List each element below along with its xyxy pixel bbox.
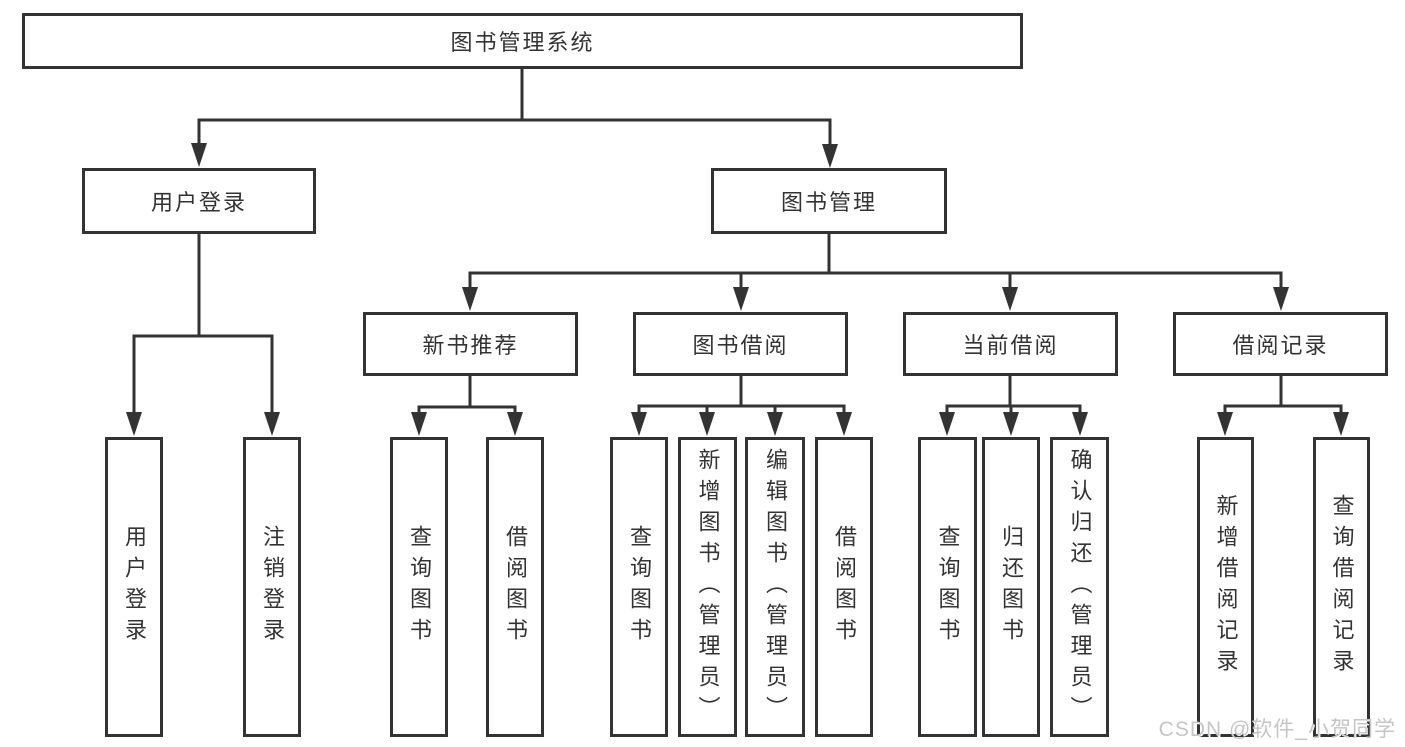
arrowhead-icon (462, 287, 478, 311)
arrowhead-icon (1273, 287, 1289, 311)
arrowhead-icon (507, 412, 523, 436)
arrowhead-icon (939, 412, 955, 436)
arrowhead-icon (733, 287, 749, 311)
arrowhead-icon (1333, 412, 1349, 436)
arrowhead-icon (631, 412, 647, 436)
arrowhead-icon (836, 412, 852, 436)
leaf-recommend-borrow-books: 借阅图书 (486, 437, 544, 737)
csdn-watermark: CSDN @软件_小贺同学 (1158, 718, 1396, 741)
arrowhead-icon (1072, 412, 1088, 436)
arrowhead-icon (126, 412, 142, 436)
node-user-login: 用户登录 (82, 168, 316, 234)
leaf-current-query-books: 查询图书 (918, 437, 977, 737)
connector-user-login-to-leaves (126, 233, 280, 436)
node-new-book-recommend: 新书推荐 (363, 312, 578, 376)
leaf-borrow-query-books: 查询图书 (610, 437, 668, 737)
arrowhead-icon (264, 412, 280, 436)
arrowhead-icon (1002, 287, 1018, 311)
leaf-borrow-edit-books-admin: 编辑图书（管理员） (745, 437, 805, 737)
connector-recommend-to-leaves (411, 376, 523, 436)
arrowhead-icon (767, 412, 783, 436)
node-book-borrow: 图书借阅 (633, 312, 848, 376)
arrowhead-icon (699, 412, 715, 436)
leaf-current-return-books: 归还图书 (982, 437, 1040, 737)
leaf-user-login: 用户登录 (105, 437, 163, 737)
leaf-borrow-borrow-books: 借阅图书 (815, 437, 873, 737)
connector-root-to-level2 (191, 69, 838, 168)
leaf-records-add-record: 新增借阅记录 (1197, 437, 1254, 737)
connector-borrow-to-leaves (631, 376, 852, 436)
arrowhead-icon (191, 143, 207, 167)
arrowhead-icon (411, 412, 427, 436)
arrowhead-icon (1003, 412, 1019, 436)
leaf-records-query-record: 查询借阅记录 (1313, 437, 1370, 737)
connector-book-management-to-level3 (462, 234, 1289, 311)
leaf-recommend-query-books: 查询图书 (390, 437, 448, 737)
node-root-system: 图书管理系统 (22, 13, 1023, 69)
node-book-management: 图书管理 (711, 168, 947, 234)
connector-current-to-leaves (939, 376, 1088, 436)
arrowhead-icon (822, 144, 838, 168)
leaf-borrow-add-books-admin: 新增图书（管理员） (678, 437, 737, 737)
node-current-borrow: 当前借阅 (903, 312, 1118, 376)
leaf-current-confirm-return-admin: 确认归还（管理员） (1050, 437, 1109, 737)
node-borrow-records: 借阅记录 (1173, 312, 1388, 376)
leaf-logout: 注销登录 (243, 437, 301, 737)
connector-records-to-leaves (1217, 376, 1349, 436)
arrowhead-icon (1217, 412, 1233, 436)
